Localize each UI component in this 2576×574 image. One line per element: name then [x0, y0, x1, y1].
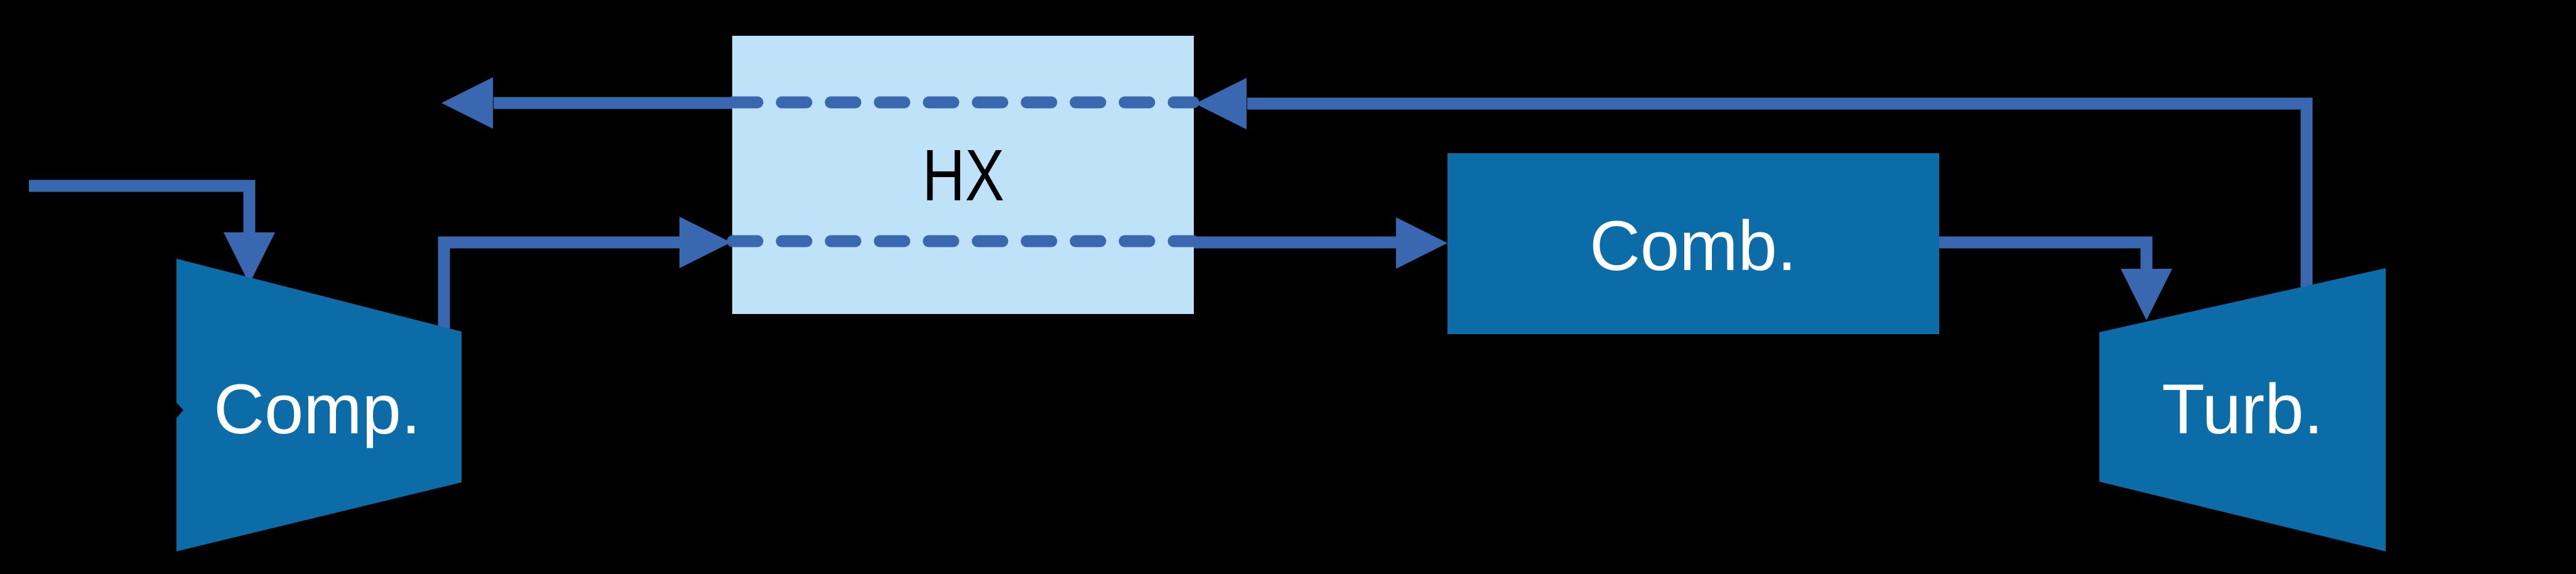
combustor-block — [1448, 153, 1939, 334]
exhaust-arrowhead-icon — [441, 77, 493, 129]
heat-exchanger-block — [732, 36, 1194, 314]
compressor-block — [176, 259, 462, 551]
combustor-label: Comb. — [1589, 207, 1797, 285]
stream-compressor-to-hx-line — [438, 236, 681, 333]
turbine-label: Turb. — [2162, 370, 2323, 448]
heat-exchanger-label: HX — [923, 135, 1005, 217]
stream-combustor-to-turbine-line — [1939, 236, 2153, 270]
air-inlet-arrowhead-icon — [224, 232, 275, 284]
stream-turbine-to-hx-line — [1247, 97, 2313, 295]
compressor-to-hx-arrowhead-icon — [679, 217, 731, 268]
turbine-to-hx-arrowhead-icon — [1195, 78, 1247, 129]
hx-to-combustor-arrowhead-icon — [1396, 217, 1448, 269]
stream-air-inlet-line — [29, 180, 256, 234]
work-input-arrowhead-icon — [176, 402, 183, 419]
combustor-to-turbine-arrowhead-icon — [2121, 269, 2172, 320]
compressor-label: Comp. — [214, 370, 421, 448]
turbine-block — [2099, 268, 2386, 551]
